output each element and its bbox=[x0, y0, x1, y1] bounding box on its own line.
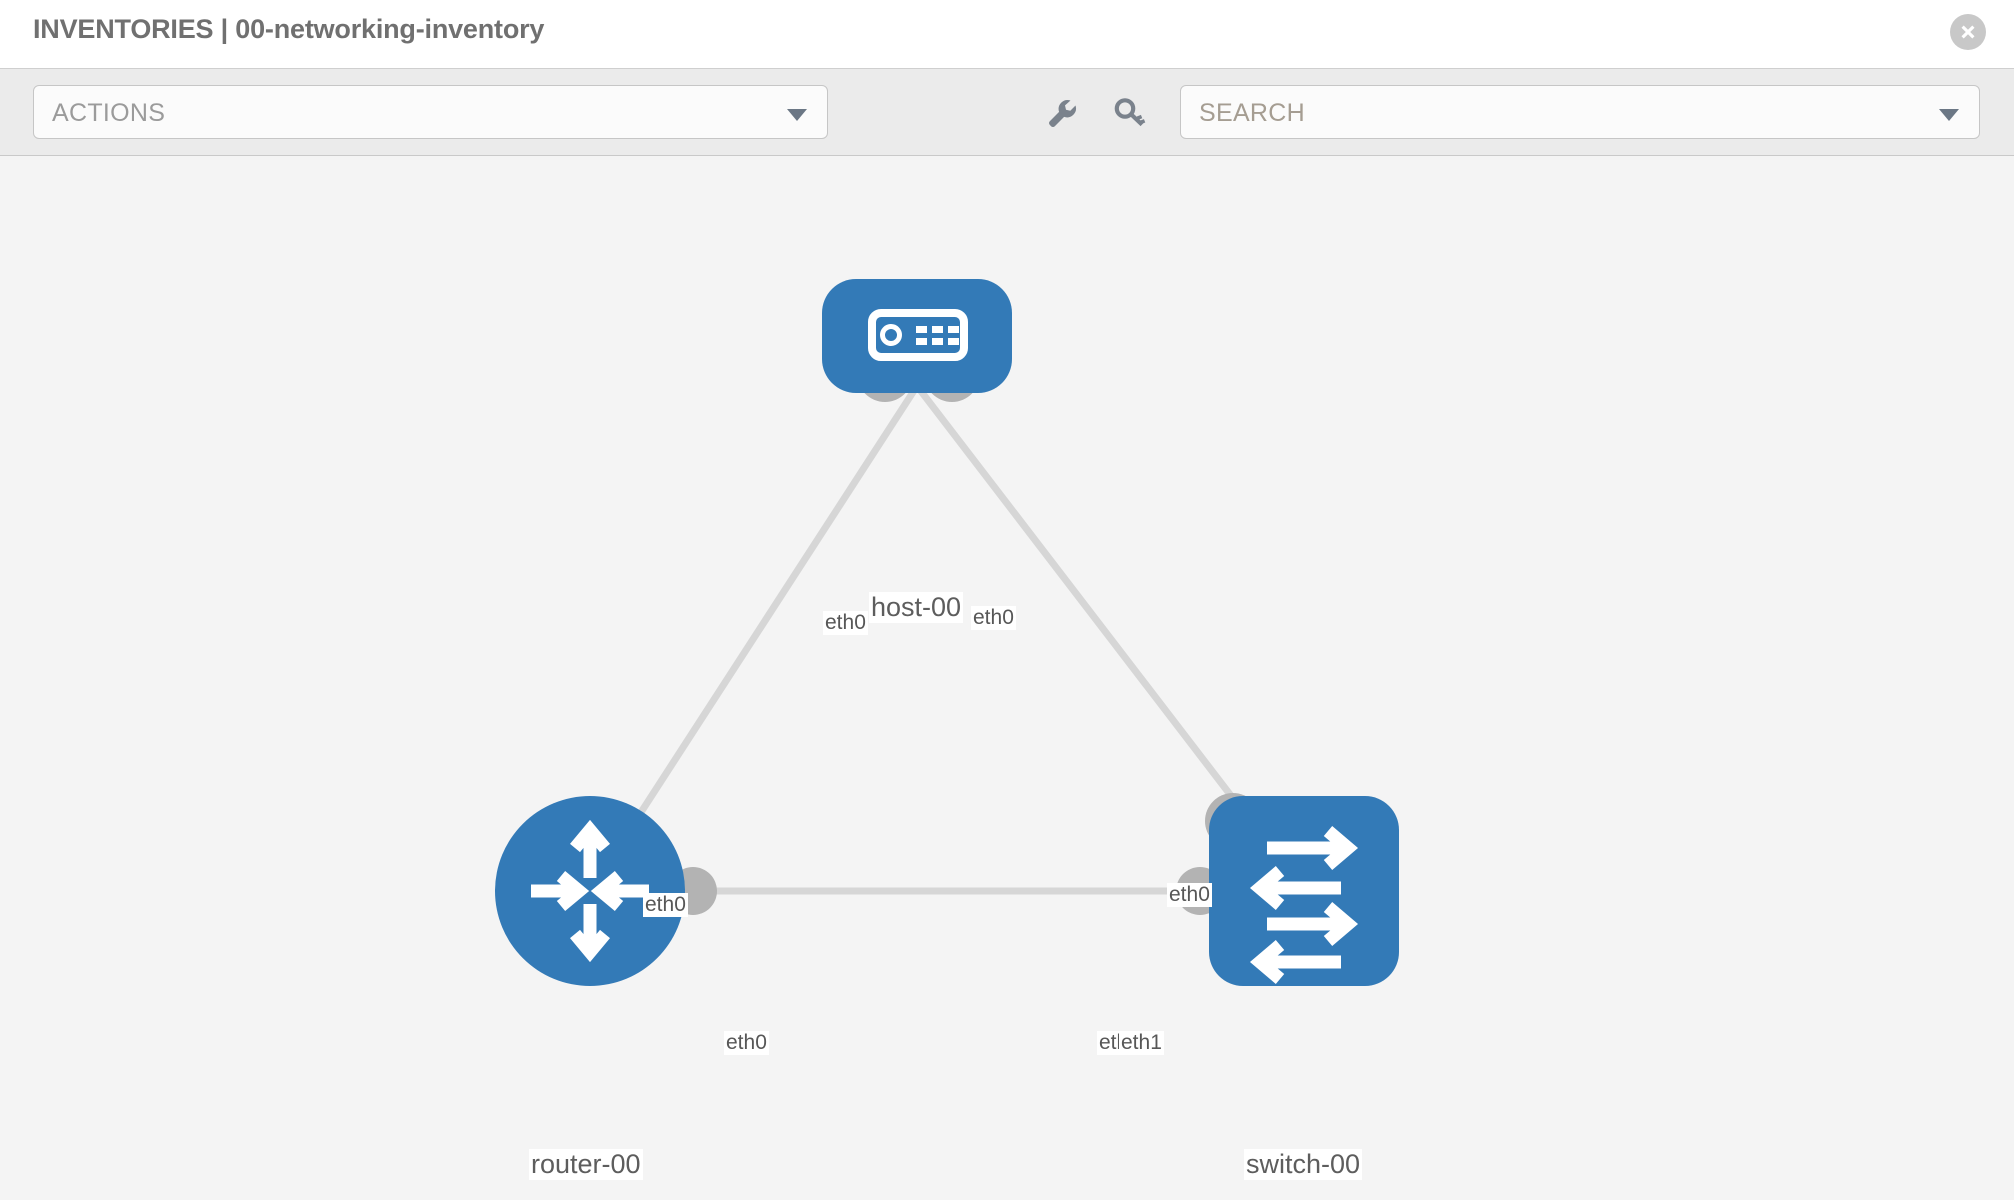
node-host-00[interactable] bbox=[822, 279, 1012, 393]
chevron-down-icon bbox=[787, 109, 807, 121]
chevron-down-icon bbox=[1939, 109, 1959, 121]
actions-dropdown[interactable]: ACTIONS bbox=[33, 85, 828, 139]
page-title: INVENTORIES | 00-networking-inventory bbox=[33, 14, 545, 44]
link-router00-host00[interactable] bbox=[587, 384, 920, 893]
interface-label: eth0 bbox=[724, 1031, 769, 1056]
switch-arrows-icon bbox=[1249, 826, 1359, 984]
node-label-host-00: host-00 bbox=[869, 592, 964, 624]
close-icon bbox=[1961, 25, 1975, 39]
interface-label: eth0 bbox=[823, 611, 868, 636]
wrench-button[interactable] bbox=[1040, 91, 1084, 135]
toolbar: ACTIONS SEARCH bbox=[0, 68, 2014, 156]
wrench-icon bbox=[1049, 100, 1076, 127]
key-icon bbox=[1114, 98, 1146, 127]
interface-label: eth0 bbox=[643, 893, 688, 918]
node-switch-00[interactable] bbox=[1209, 796, 1399, 986]
node-router-00[interactable] bbox=[495, 796, 685, 986]
key-button[interactable] bbox=[1108, 91, 1152, 135]
router-arrows-icon bbox=[531, 819, 649, 963]
server-led-grid-icon bbox=[916, 326, 959, 345]
page-header: INVENTORIES | 00-networking-inventory bbox=[0, 0, 2014, 68]
node-label-switch-00: switch-00 bbox=[1244, 1149, 1363, 1181]
interface-label: eth0 bbox=[971, 606, 1016, 631]
search-input[interactable]: SEARCH bbox=[1180, 85, 1980, 139]
interface-label: eth0 bbox=[1167, 883, 1212, 908]
node-label-router-00: router-00 bbox=[529, 1149, 643, 1181]
interface-label: eth1 bbox=[1119, 1031, 1164, 1056]
search-placeholder: SEARCH bbox=[1199, 99, 1305, 127]
topology-canvas[interactable]: eth0 eth0 eth0 eth0 eth0 eth0 eth1 host-… bbox=[0, 156, 2014, 1200]
actions-dropdown-label: ACTIONS bbox=[52, 99, 166, 127]
close-button[interactable] bbox=[1950, 14, 1986, 50]
topology-graph bbox=[495, 279, 1399, 986]
topology-links bbox=[587, 383, 1307, 895]
